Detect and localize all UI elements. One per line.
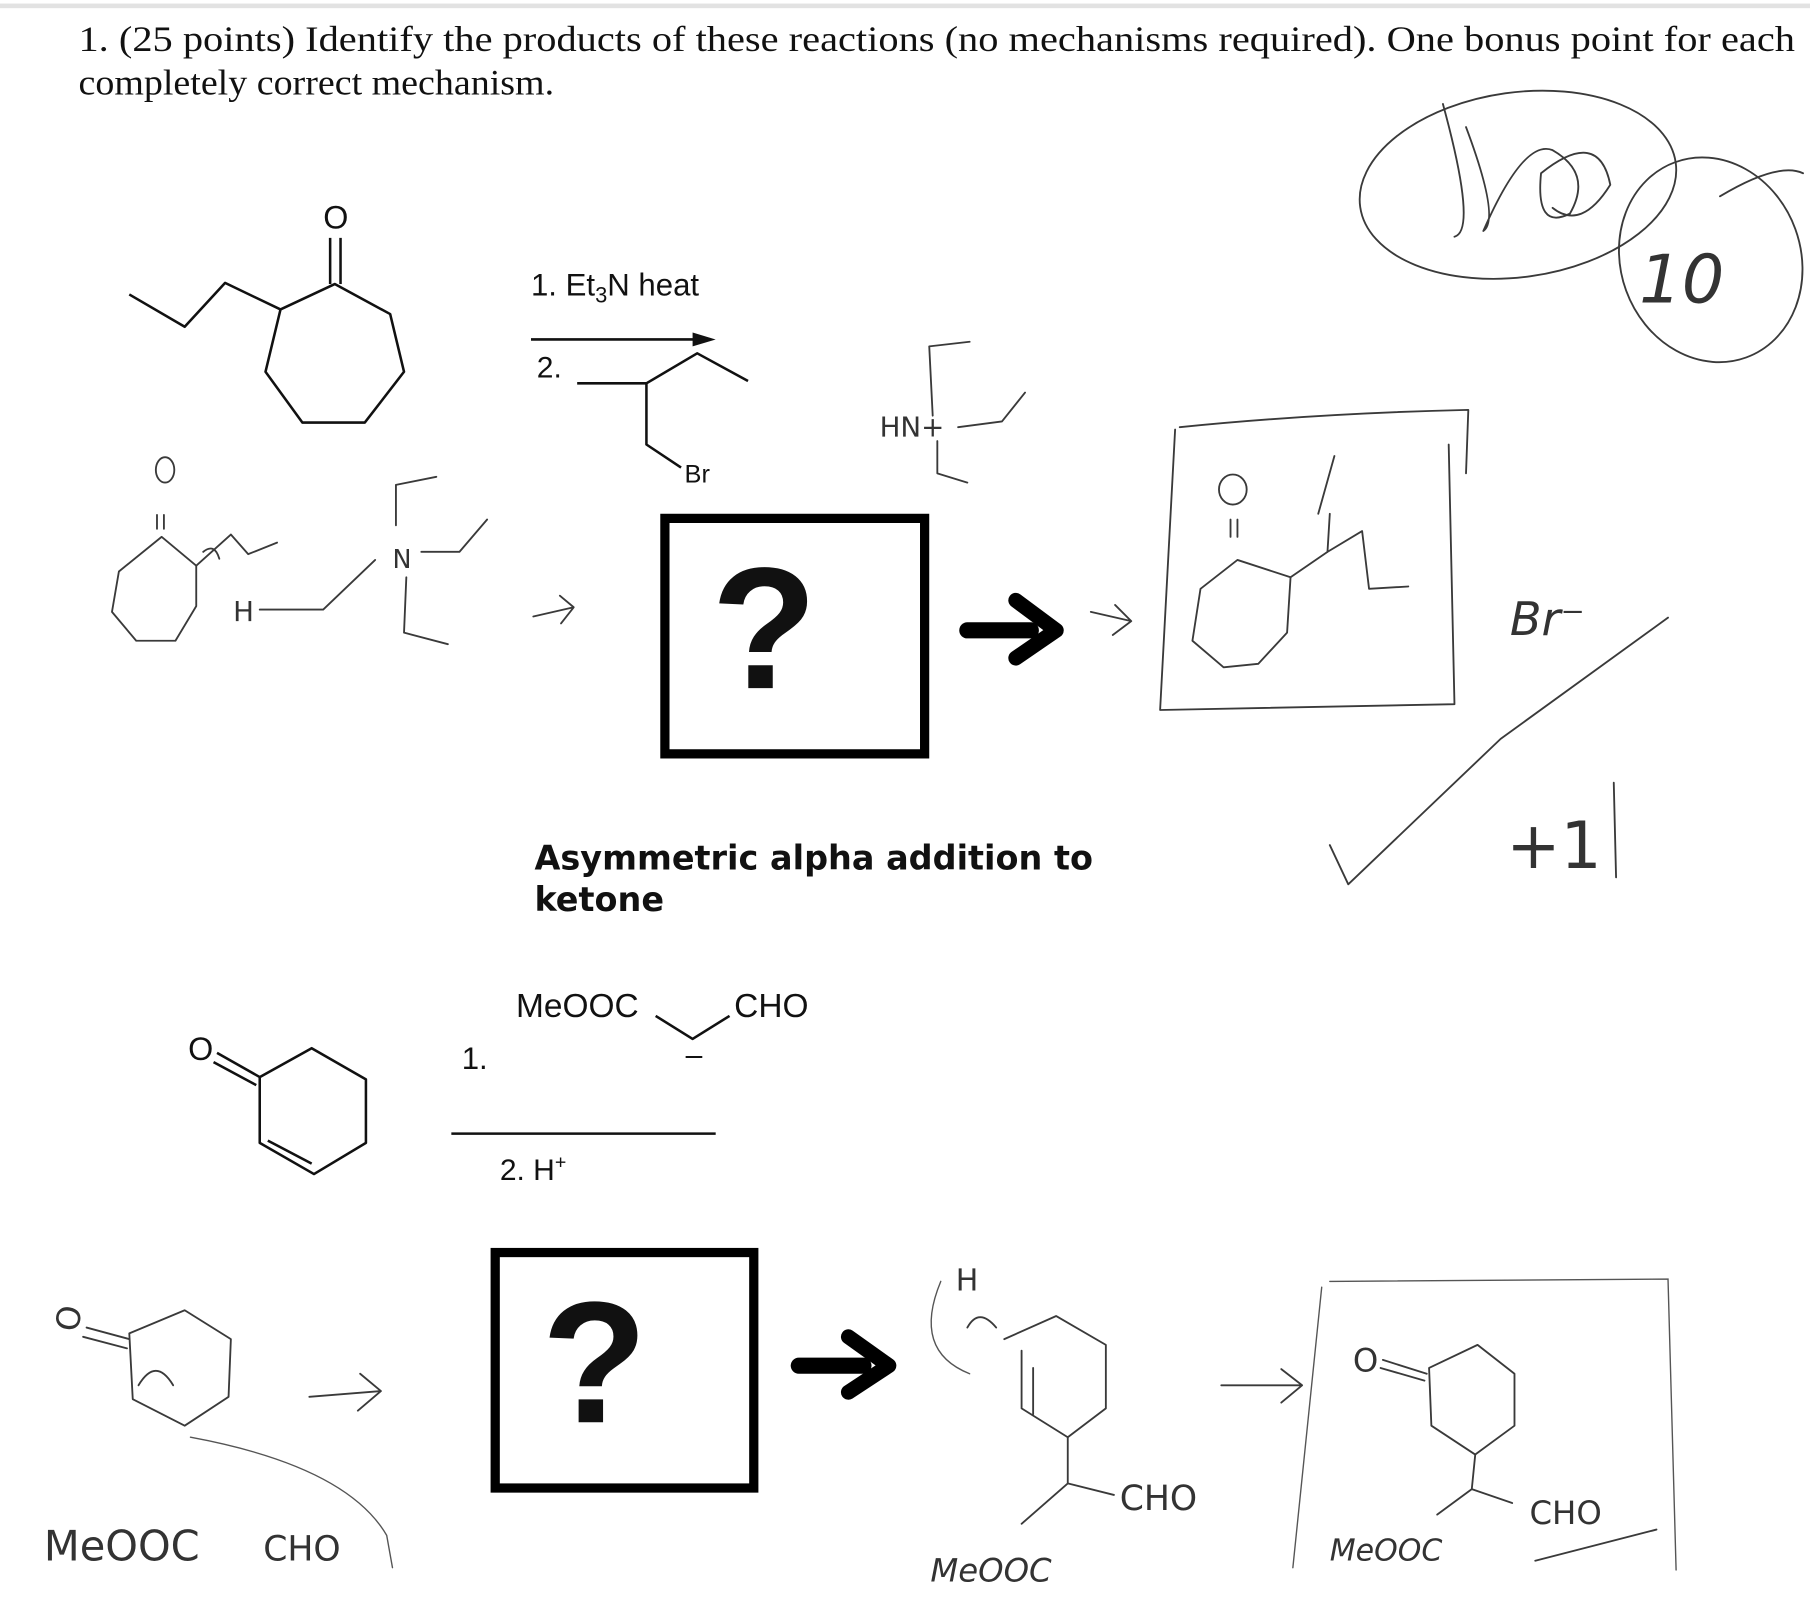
svg-text:H: H xyxy=(233,595,254,628)
handwritten-bonus: +1 xyxy=(1506,809,1601,884)
svg-text:H: H xyxy=(956,1264,979,1299)
product-answer-box-2: ? xyxy=(490,1247,759,1493)
svg-text:O: O xyxy=(1353,1341,1378,1379)
arrow-head xyxy=(1008,592,1064,666)
handwritten-intermediate: H MeOOC CHO xyxy=(930,1264,1197,1590)
top-gray-bar xyxy=(0,3,1810,9)
carbonyl-oxygen-label: O xyxy=(323,200,348,236)
checkmark-icon xyxy=(1328,616,1669,886)
handwritten-product-box-2: O MeOOC CHO xyxy=(1292,1278,1677,1571)
svg-text:1.: 1. xyxy=(462,1041,488,1076)
handwritten-michael-sketch: O MeOOC CHO xyxy=(44,1303,394,1571)
svg-text:2.: 2. xyxy=(537,352,562,385)
reaction-arrow-icon xyxy=(692,332,716,347)
svg-text:CHO: CHO xyxy=(734,988,808,1025)
product-answer-box-1: ? xyxy=(660,513,930,759)
reaction1-reagents: 1. Et3N heat 2. Br xyxy=(531,268,749,489)
question-mark-icon: ? xyxy=(711,531,817,725)
bromide-label: Br xyxy=(685,461,711,489)
question-line-1: 1. (25 points) Identify the products of … xyxy=(78,19,1795,59)
svg-text:CHO: CHO xyxy=(263,1530,340,1570)
reaction1-note-line2: ketone xyxy=(534,880,664,919)
reaction1-note-line1: Asymmetric alpha addition to xyxy=(534,838,1093,877)
cycloheptanone-structure: O xyxy=(128,200,406,424)
arrow-head xyxy=(840,1329,897,1400)
handwritten-arrow xyxy=(1089,604,1133,636)
svg-text:CHO: CHO xyxy=(1529,1494,1601,1532)
question-mark-icon: ? xyxy=(542,1265,648,1459)
svg-text:MeOOC: MeOOC xyxy=(44,1522,200,1571)
svg-text:MeOOC: MeOOC xyxy=(1330,1534,1443,1569)
svg-text:N: N xyxy=(392,544,411,574)
svg-text:1. Et3N heat: 1. Et3N heat xyxy=(531,268,699,308)
svg-text:CHO: CHO xyxy=(1120,1479,1197,1519)
svg-text:MeOOC: MeOOC xyxy=(516,988,639,1025)
svg-text:HN+: HN+ xyxy=(880,410,945,443)
svg-text:O: O xyxy=(188,1031,213,1067)
svg-text:–: – xyxy=(686,1038,703,1071)
handwritten-enamine-sketch: H N xyxy=(111,456,575,646)
svg-text:MeOOC: MeOOC xyxy=(930,1552,1052,1590)
handwritten-ammonium: HN+ xyxy=(880,340,1026,484)
handwritten-product-box-1 xyxy=(1159,408,1470,711)
svg-text:2. H+: 2. H+ xyxy=(500,1151,566,1187)
handwritten-score: 10 xyxy=(1358,89,1804,364)
cyclohexenone-structure: O xyxy=(188,1031,368,1176)
question-line-2: completely correct mechanism. xyxy=(78,63,554,103)
svg-text:10: 10 xyxy=(1639,241,1724,319)
reaction2-reagents: 1. MeOOC CHO – 2. H+ xyxy=(451,988,809,1187)
handwritten-bromide-ion: Br⁻ xyxy=(1510,592,1585,646)
handwritten-arrow xyxy=(1220,1368,1304,1404)
